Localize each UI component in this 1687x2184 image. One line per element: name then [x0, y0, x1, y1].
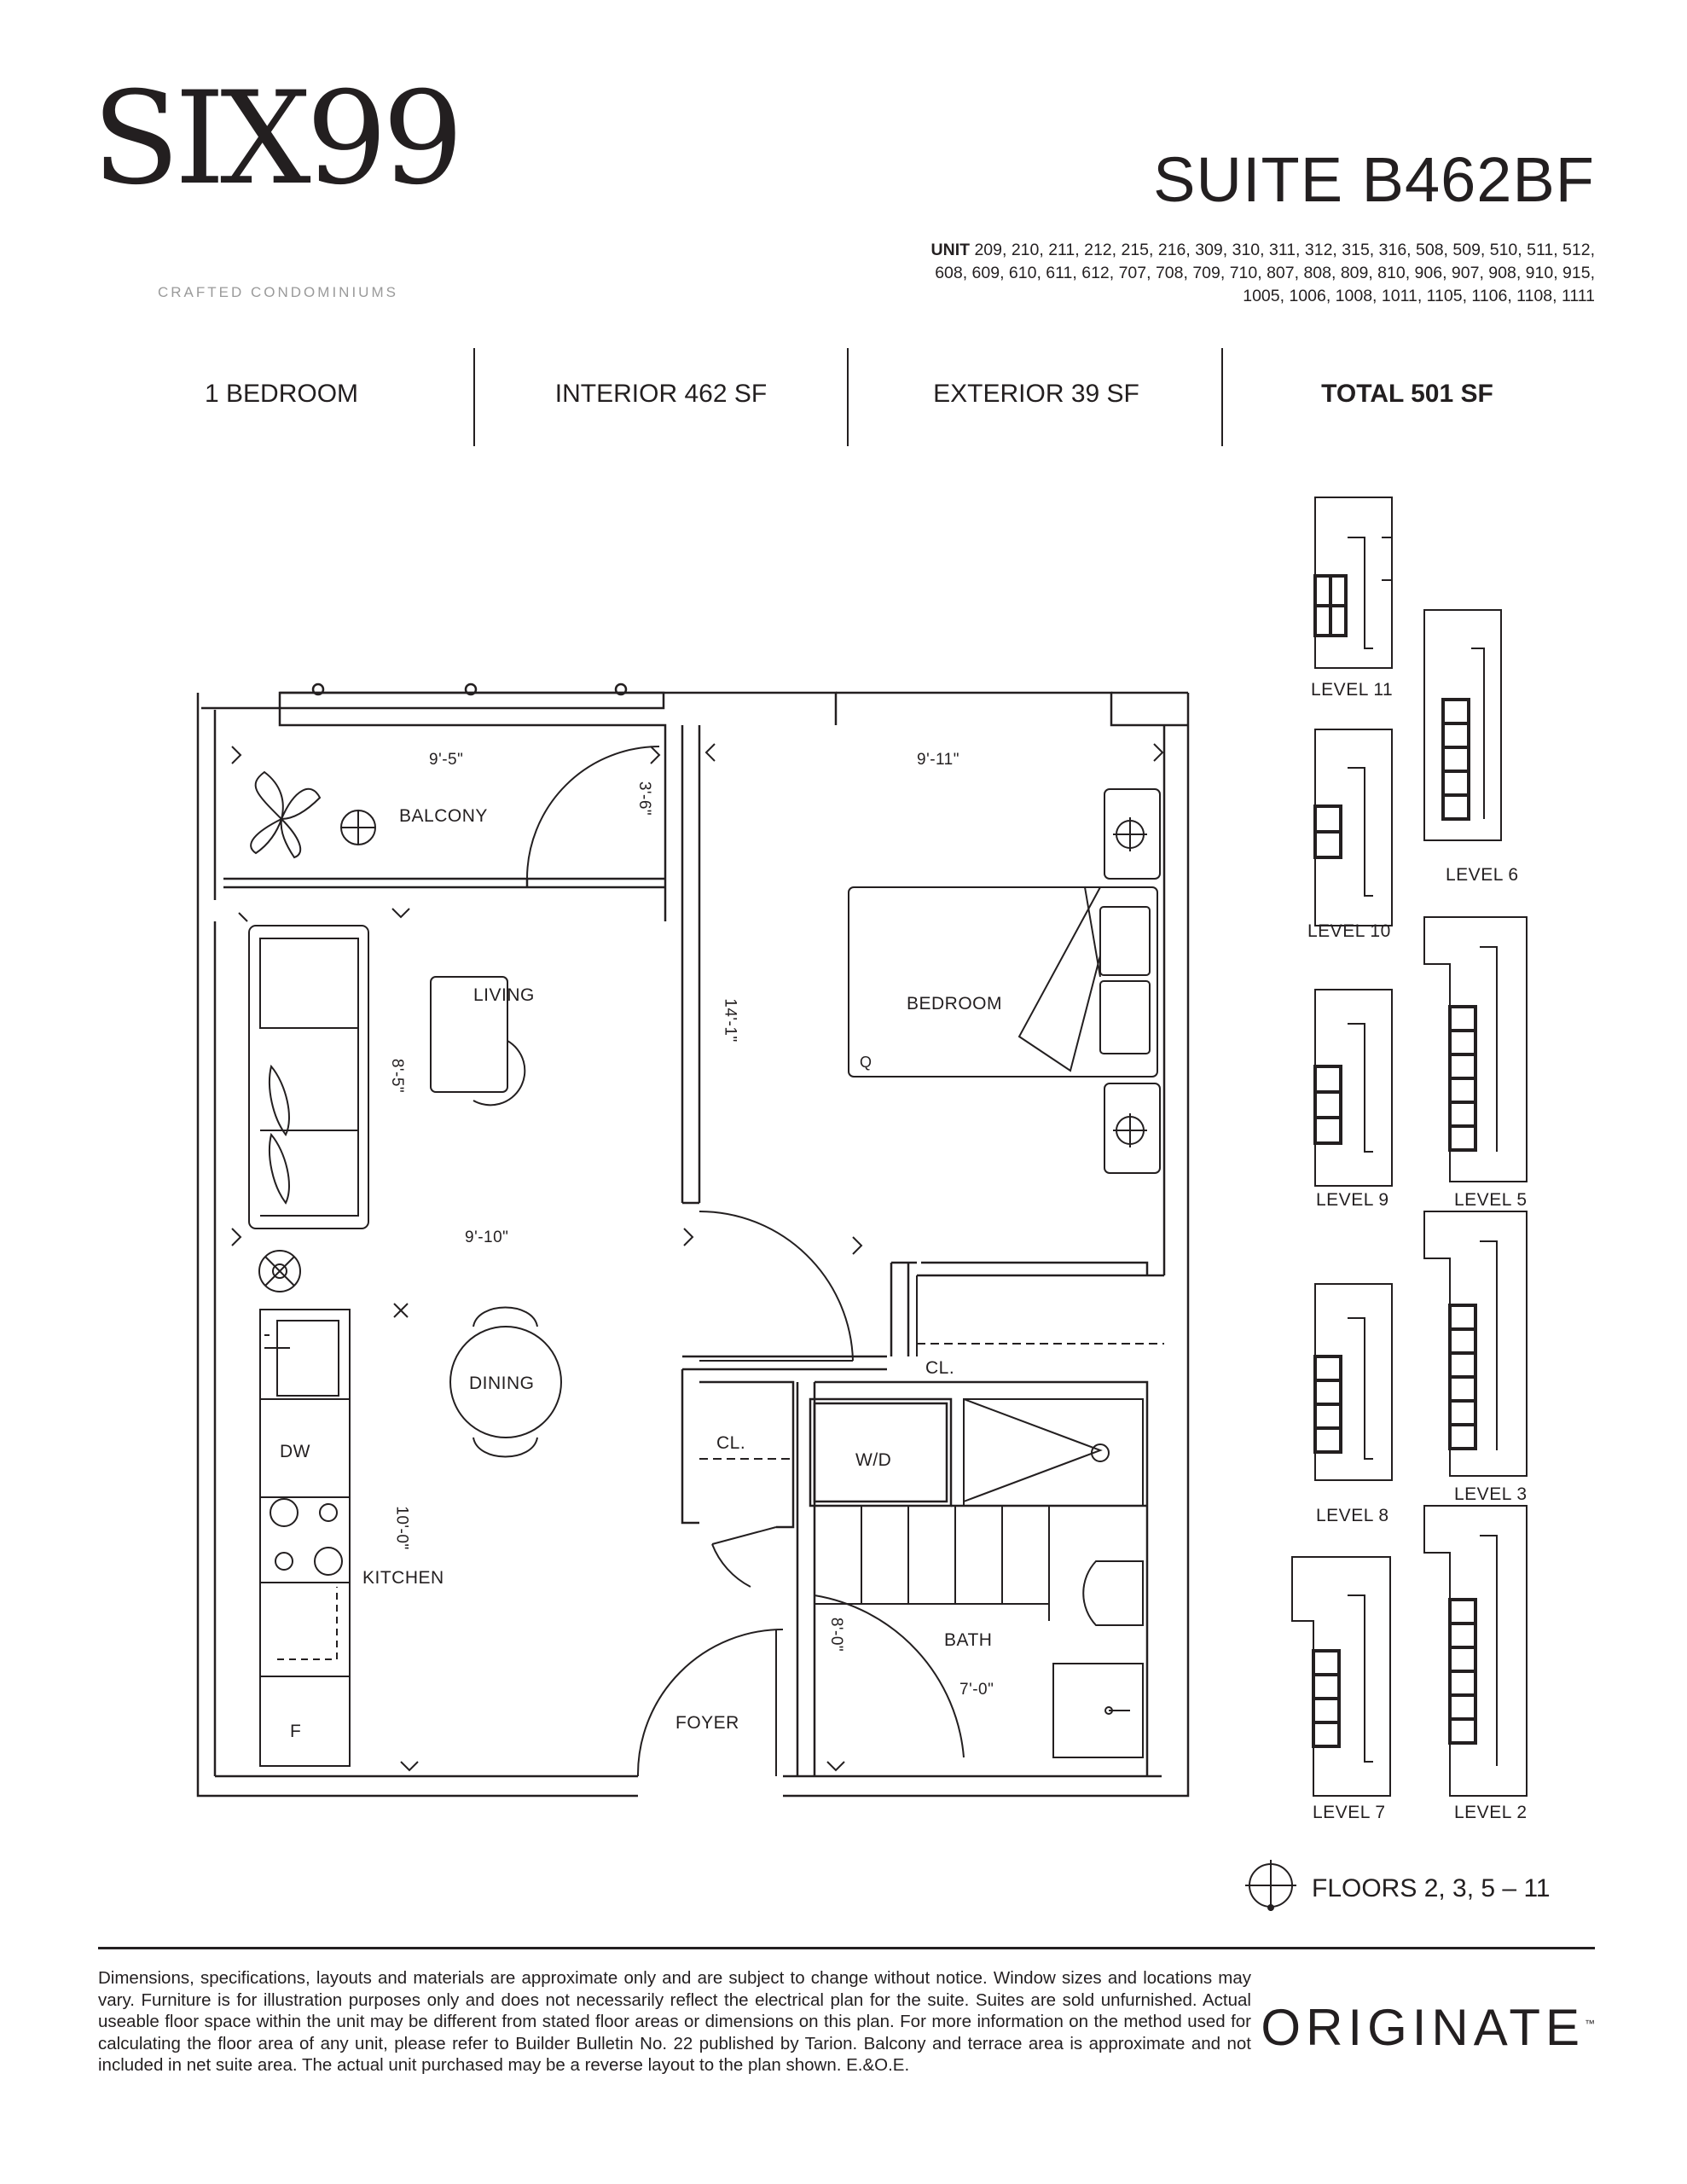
- interior-area: INTERIOR 462 SF: [554, 380, 768, 408]
- bedroom-count: 1 BEDROOM: [204, 380, 359, 408]
- key-plan-level-6: [1423, 609, 1502, 841]
- bath-fixtures: [815, 1398, 1144, 1758]
- balcony-area: [223, 682, 665, 889]
- key-plan-level-2: [1423, 1505, 1528, 1797]
- unit-list: UNIT 209, 210, 211, 212, 215, 216, 309, …: [896, 239, 1595, 308]
- unit-numbers: 209, 210, 211, 212, 215, 216, 309, 310, …: [935, 241, 1595, 305]
- key-plan-level-7: [1291, 1556, 1391, 1797]
- balcony-label: BALCONY: [399, 806, 488, 826]
- fridge-label: F: [290, 1722, 302, 1741]
- balcony-depth-dim: 3'-6": [635, 781, 654, 816]
- brand-name: ORIGINATE: [1261, 1999, 1585, 2056]
- dining-label: DINING: [469, 1374, 535, 1393]
- logo-wordmark: SIX99: [92, 65, 464, 213]
- footer-rule: [98, 1947, 1595, 1949]
- north-arrow-icon: [1245, 1860, 1296, 1911]
- floor-lamp-icon: [258, 1250, 301, 1292]
- bedroom-closet: [916, 1275, 1164, 1356]
- nightstand: [1104, 788, 1161, 1174]
- room-ticks: [231, 908, 863, 1772]
- stat-divider: [847, 348, 849, 446]
- bath-depth-dim: 8'-0": [827, 1617, 846, 1653]
- key-plan-label: LEVEL 3: [1454, 1484, 1528, 1504]
- interior-walls: [681, 725, 1166, 1776]
- bed: [848, 886, 1158, 1077]
- stat-divider: [1221, 348, 1223, 446]
- outer-walls: [196, 691, 1190, 1798]
- brand-trademark: ™: [1585, 2018, 1595, 2030]
- key-plan-level-8: [1313, 1283, 1393, 1481]
- key-plan-label: LEVEL 11: [1311, 680, 1394, 700]
- floor-plan: [196, 497, 1528, 1911]
- dishwasher-label: DW: [280, 1442, 310, 1461]
- queen-bed-label: Q: [860, 1054, 872, 1071]
- bath-label: BATH: [944, 1630, 993, 1650]
- living-width-dim: 9'-10": [465, 1228, 509, 1246]
- key-plan-level-9: [1313, 989, 1393, 1187]
- brand-logo: ORIGINATE™: [1261, 1998, 1595, 2057]
- floors-text: FLOORS 2, 3, 5 – 11: [1312, 1874, 1551, 1902]
- bedroom-width-dim: 9'-11": [917, 751, 959, 769]
- stat-divider: [473, 348, 475, 446]
- doors: [636, 1211, 965, 1777]
- total-area: TOTAL 501 SF: [1321, 380, 1493, 408]
- key-plan-label: LEVEL 8: [1316, 1506, 1389, 1525]
- unit-label: UNIT: [930, 241, 971, 259]
- bedroom-corners: [683, 743, 1164, 1246]
- key-plan-level-11: [1313, 497, 1393, 669]
- balcony-width-dim: 9'-5": [429, 751, 464, 769]
- foyer-label: FOYER: [675, 1713, 739, 1733]
- key-plan-label: LEVEL 7: [1313, 1803, 1386, 1822]
- logo-tagline: CRAFTED CONDOMINIUMS: [158, 284, 398, 300]
- plant-decor: [250, 770, 376, 859]
- key-plan-label: LEVEL 2: [1454, 1803, 1528, 1822]
- bedroom-closet-label: CL.: [925, 1358, 955, 1378]
- wd-label: W/D: [855, 1450, 892, 1470]
- living-depth-dim: 8'-5": [388, 1058, 407, 1094]
- dining-table: [393, 1303, 562, 1458]
- key-plan-level-3: [1423, 1211, 1528, 1477]
- key-plan-label: LEVEL 10: [1307, 921, 1391, 941]
- suite-title: SUITE B462BF: [1153, 144, 1595, 215]
- exterior-area: EXTERIOR 39 SF: [933, 380, 1139, 408]
- key-plan-label: LEVEL 6: [1446, 865, 1519, 885]
- disclaimer: Dimensions, specifications, layouts and …: [98, 1968, 1251, 2075]
- foyer-closet-label: CL.: [716, 1433, 746, 1453]
- sofa: [248, 925, 369, 1229]
- kitchen-counter: [259, 1309, 351, 1767]
- key-plan-level-10: [1313, 729, 1393, 926]
- kitchen-label: KITCHEN: [362, 1568, 444, 1588]
- bedroom-depth-dim: 14'-1": [721, 998, 739, 1043]
- key-plan-level-5: [1423, 916, 1528, 1182]
- living-label: LIVING: [473, 985, 535, 1005]
- kitchen-depth-dim: 10'-0": [392, 1506, 411, 1550]
- bath-width-dim: 7'-0": [959, 1681, 994, 1699]
- key-plan-label: LEVEL 9: [1316, 1190, 1389, 1210]
- bedroom-label: BEDROOM: [907, 994, 1003, 1014]
- key-plan-label: LEVEL 5: [1454, 1190, 1528, 1210]
- coffee-table: [430, 976, 526, 1107]
